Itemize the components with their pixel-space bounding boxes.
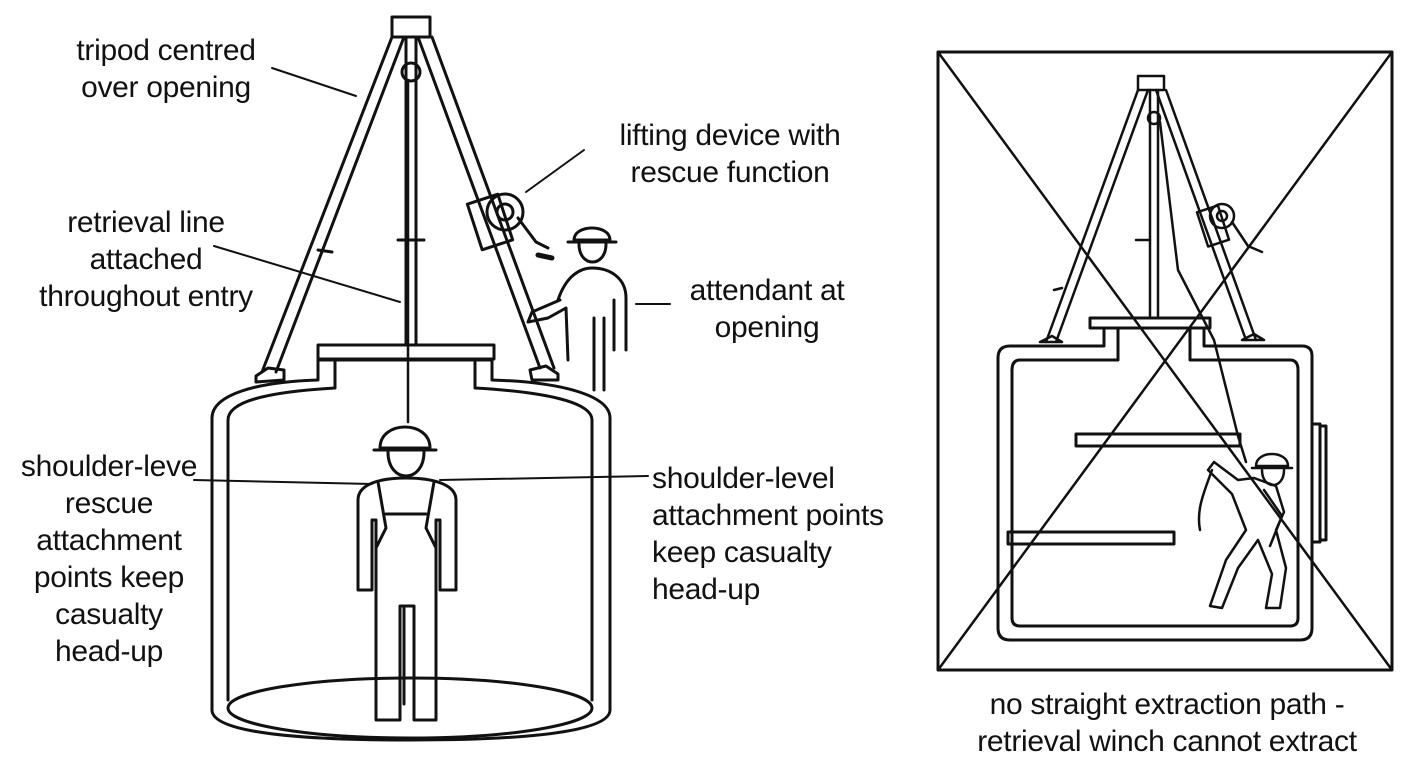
tripod-foot-right — [528, 364, 560, 382]
lifting-device-label: lifting device with rescue function — [619, 119, 841, 189]
right-attachment-label: shoulder-level attachment points keep ca… — [652, 462, 884, 606]
incorrect-setup-illustration — [936, 50, 1394, 672]
left-attachment-label: shoulder-leve rescue attachment points k… — [20, 450, 198, 668]
cross-out-mark — [936, 50, 1394, 672]
bad-example-frame — [936, 50, 1394, 672]
pulley-icon — [400, 61, 422, 83]
manhole-flange — [316, 343, 496, 361]
winch-icon — [465, 192, 555, 261]
retrieval-line-label: retrieval line attached throughout entry — [39, 206, 253, 313]
tank-floor — [226, 676, 594, 740]
bad-example-caption: no straight extraction path - retrieval … — [977, 688, 1357, 758]
attendant-figure — [526, 226, 628, 392]
internal-baffle-lower — [1006, 530, 1176, 546]
leader-lines — [193, 67, 671, 485]
tank-vessel — [210, 343, 612, 742]
tripod-head — [390, 15, 432, 39]
internal-baffle-upper — [1074, 432, 1242, 448]
attendant-label: attendant at opening — [689, 274, 845, 344]
tripod-foot-left — [254, 366, 286, 384]
angled-retrieval-line — [1158, 120, 1248, 464]
tripod — [254, 15, 560, 384]
correct-setup-illustration — [193, 15, 671, 742]
small-winch-icon — [1195, 202, 1264, 254]
tripod-label: tripod centred over opening — [76, 34, 256, 104]
trapped-worker-figure — [1197, 452, 1294, 610]
entrant-figure — [356, 425, 458, 722]
